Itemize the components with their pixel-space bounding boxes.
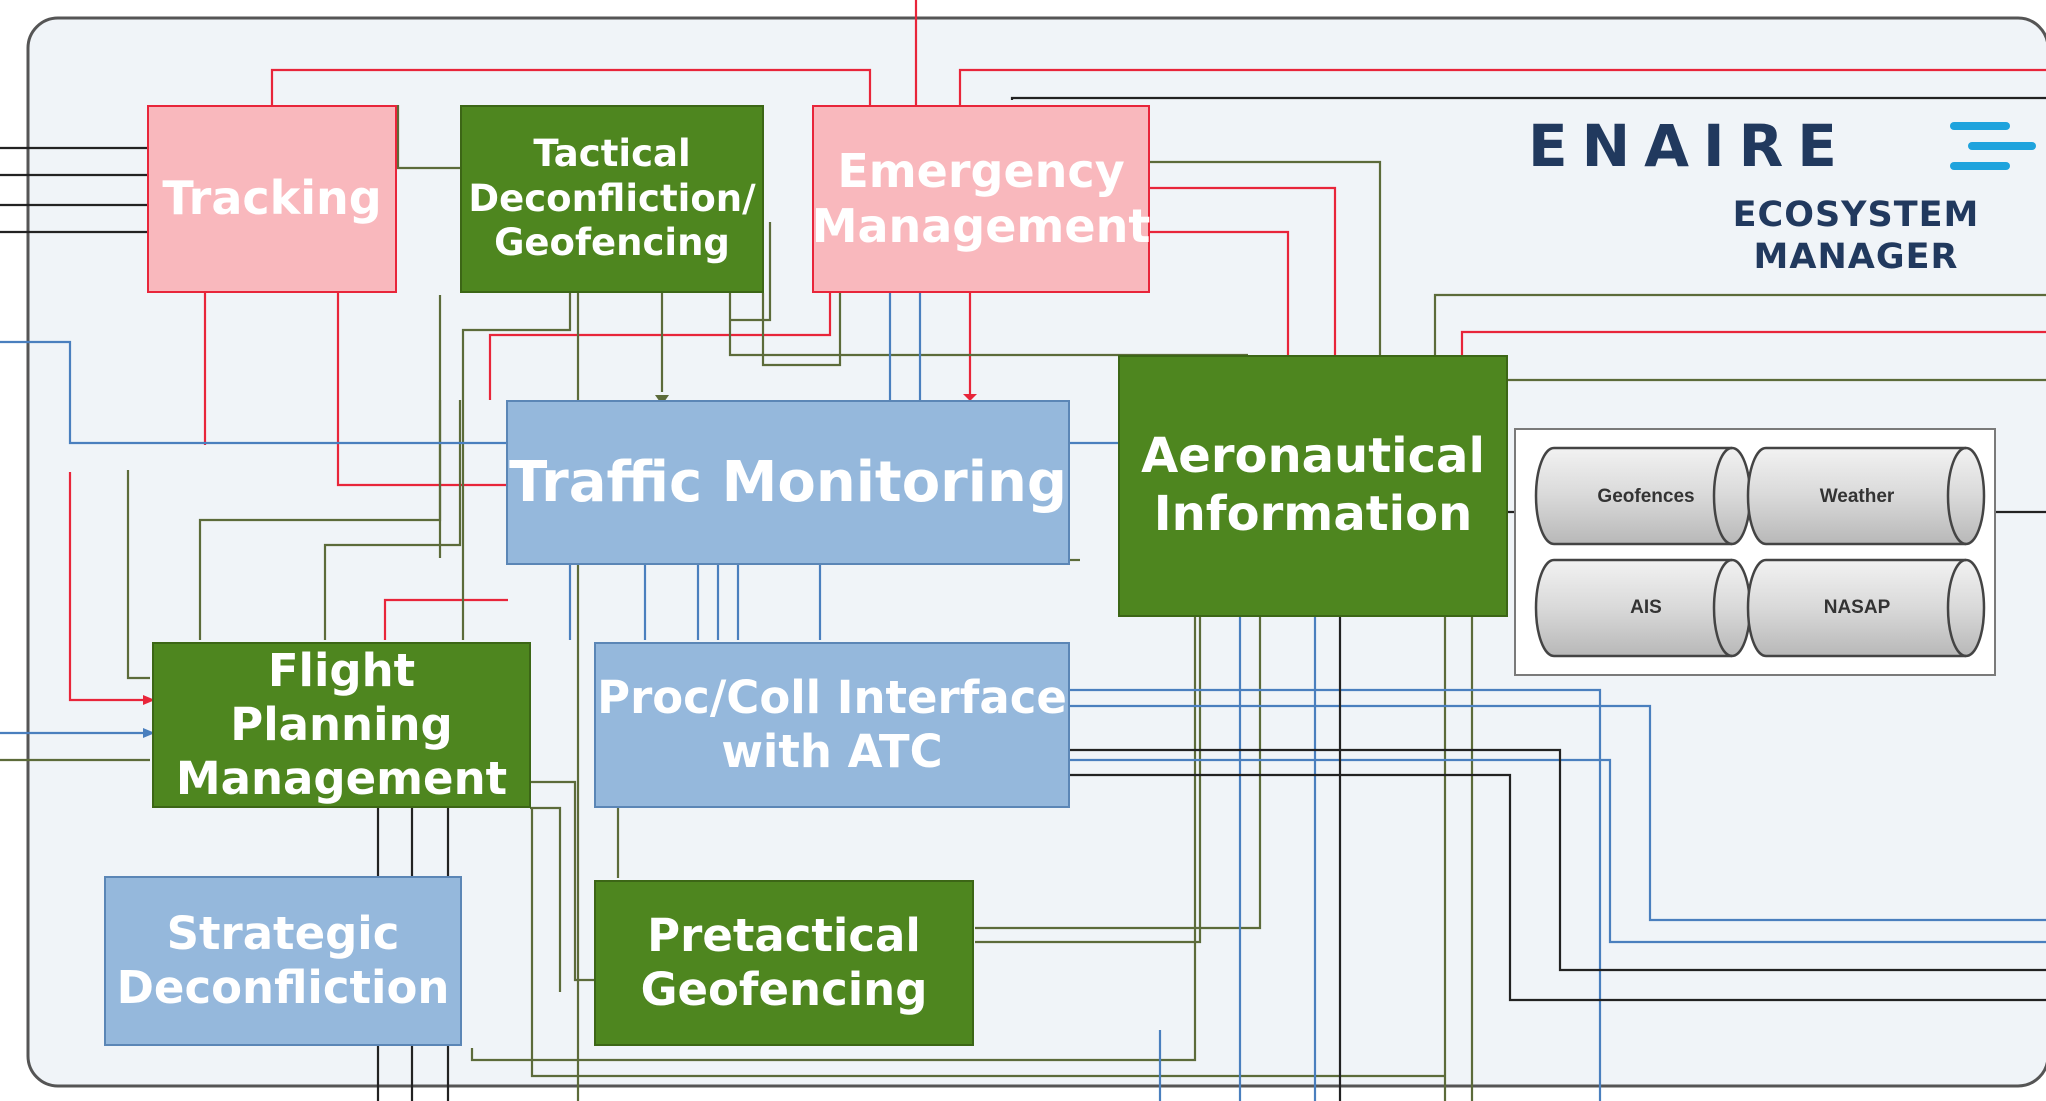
db-label-weather: Weather <box>1819 486 1895 507</box>
strategic-deconfliction-module[interactable]: Strategic Deconfliction <box>104 876 462 1046</box>
tactical-label: Tactical Deconfliction/ Geofencing <box>468 132 756 265</box>
proc-coll-interface-module[interactable]: Proc/Coll Interface with ATC <box>594 642 1070 808</box>
traffic-monitoring-label: Traffic Monitoring <box>509 449 1067 515</box>
db-label-ais: AIS <box>1630 597 1662 618</box>
databases-drawing <box>1534 446 1986 658</box>
title-line-1: ECOSYSTEM <box>1732 195 1980 235</box>
title-line-2: MANAGER <box>1753 237 1959 277</box>
flight-planning-label: Flight Planning Management <box>175 644 508 805</box>
enaire-logo: ENAIRE <box>1528 112 1851 180</box>
traffic-monitoring-module[interactable]: Traffic Monitoring <box>506 400 1070 565</box>
aeronautical-information-module[interactable]: Aeronautical Information <box>1118 355 1508 617</box>
proc-coll-label: Proc/Coll Interface with ATC <box>597 671 1067 778</box>
pretactical-geofencing-module[interactable]: Pretactical Geofencing <box>594 880 974 1046</box>
logo-stripes-icon <box>1950 122 2036 170</box>
flight-planning-module[interactable]: Flight Planning Management <box>152 642 531 808</box>
db-label-nasap: NASAP <box>1823 597 1891 618</box>
tactical-deconfliction-module[interactable]: Tactical Deconfliction/ Geofencing <box>460 105 764 293</box>
olive-wires <box>0 105 2046 1101</box>
tracking-label: Tracking <box>162 171 382 226</box>
db-label-geofences: Geofences <box>1597 486 1695 507</box>
aeronautical-label: Aeronautical Information <box>1141 428 1485 542</box>
emergency-management-module[interactable]: Emergency Management <box>812 105 1150 293</box>
tracking-module[interactable]: Tracking <box>147 105 397 293</box>
emergency-label: Emergency Management <box>811 143 1151 253</box>
logo-text: ENAIRE <box>1528 112 1851 180</box>
arrowheads <box>143 394 977 705</box>
strategic-label: Strategic Deconfliction <box>116 907 450 1014</box>
red-wires <box>68 0 2046 702</box>
pretactical-label: Pretactical Geofencing <box>640 909 928 1016</box>
ecosystem-manager-title: ECOSYSTEM MANAGER <box>1706 194 2006 278</box>
